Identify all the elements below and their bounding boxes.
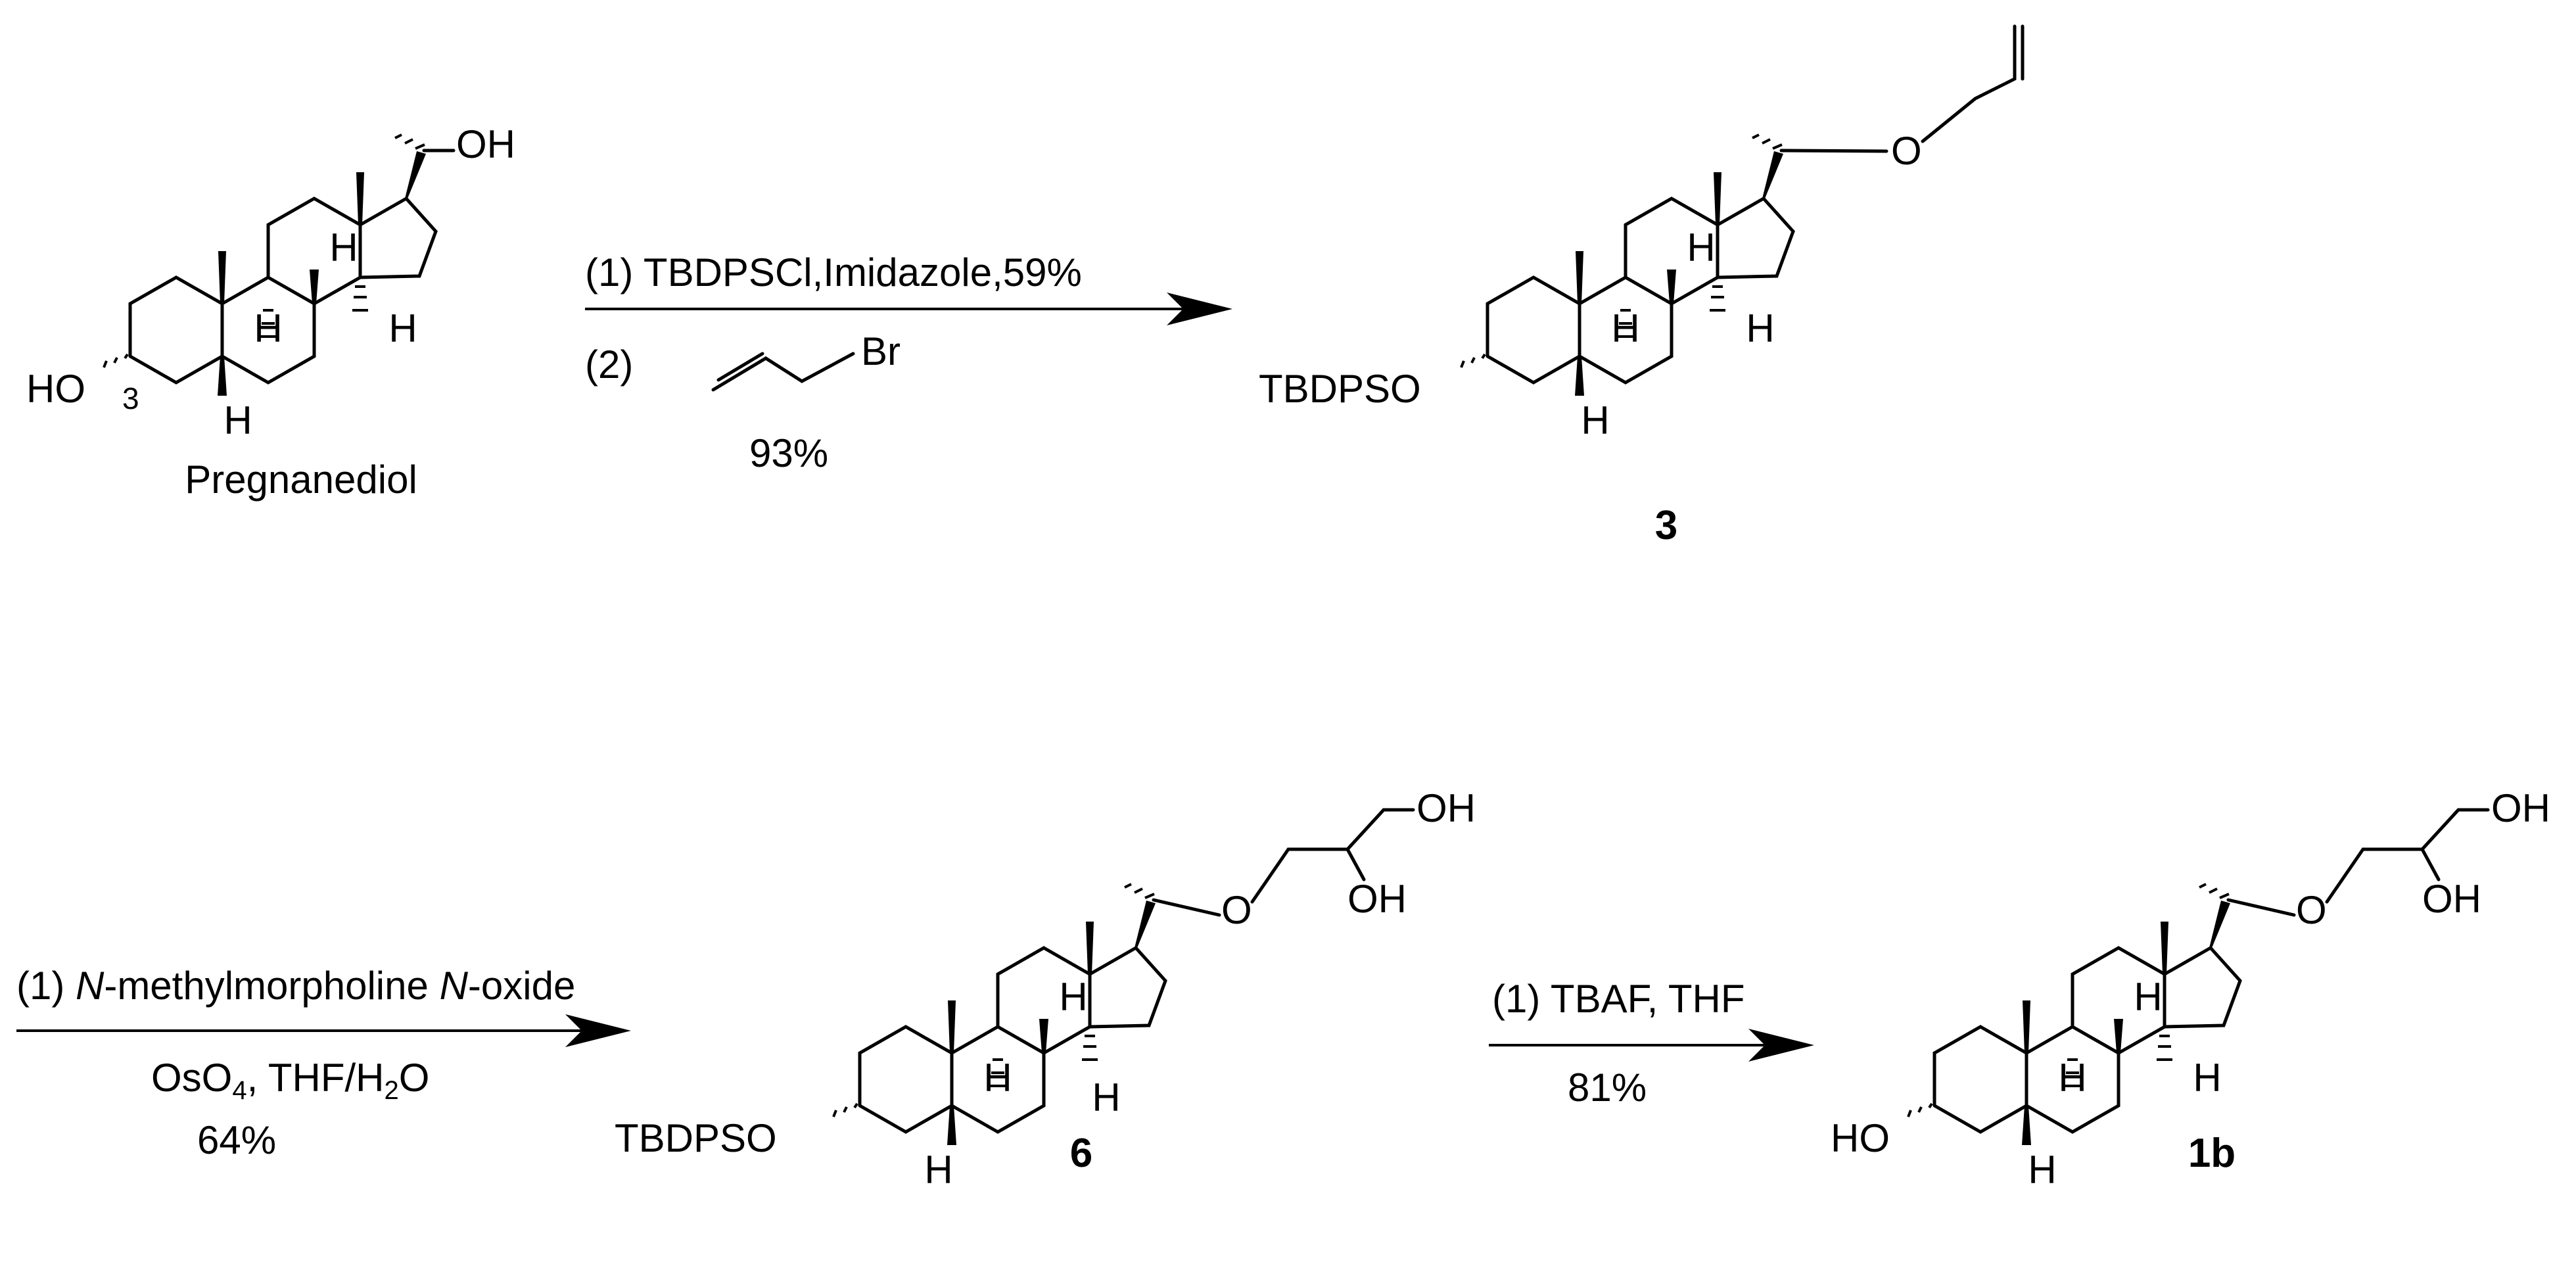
- compound1b-oh-top: OH: [2491, 786, 2550, 830]
- reaction3-yield: 81%: [1568, 1066, 1647, 1110]
- h-label: H: [1746, 306, 1774, 350]
- reaction1-step1: (1) TBDPSCl,Imidazole,59%: [585, 250, 1082, 294]
- h-label: H: [1611, 306, 1639, 350]
- h-label: H: [254, 306, 282, 350]
- h-label: H: [2058, 1056, 2086, 1100]
- compound6-oh-mid: OH: [1347, 877, 1407, 921]
- pregnanediol-name: Pregnanediol: [185, 458, 417, 502]
- compound-number: 1b: [2188, 1131, 2236, 1176]
- reaction-arrow-2: (1) N-methylmorpholine N-oxide OsO4, THF…: [16, 964, 631, 1162]
- compound6-ether-o: O: [1221, 888, 1252, 932]
- compound1b-ether-o: O: [2296, 888, 2327, 932]
- h-label: H: [2134, 975, 2162, 1019]
- compound1b-ho: HO: [1831, 1116, 1890, 1160]
- h-label: H: [2193, 1056, 2221, 1100]
- reaction1-step2-label: (2): [585, 342, 633, 387]
- allyl-bromide-icon: [711, 352, 855, 392]
- pregnanediol-structure: OH HO 3 H H H H Pregnanediol: [26, 122, 515, 502]
- reaction2-reagent: (1) N-methylmorpholine N-oxide: [16, 964, 575, 1008]
- compound-number: 6: [1070, 1131, 1092, 1176]
- h-label: H: [2028, 1148, 2056, 1192]
- compound3-ether-o: O: [1891, 129, 1922, 173]
- h-label: H: [983, 1056, 1012, 1100]
- compound-1b-structure: O OH OH HO H H H H 1b: [1831, 786, 2550, 1192]
- h-label: H: [1581, 398, 1609, 442]
- compound6-oh-top: OH: [1417, 786, 1476, 830]
- h-label: H: [388, 306, 417, 350]
- compound3-tbdpso: TBDPSO: [1259, 367, 1421, 411]
- h-label: H: [1687, 225, 1715, 270]
- reaction3-step1: (1) TBAF, THF: [1492, 977, 1745, 1021]
- compound-3-structure: O TBDPSO H H H H 3: [1259, 24, 2025, 548]
- h-label: H: [329, 225, 358, 270]
- pregnanediol-oh: OH: [456, 122, 515, 166]
- reaction-arrow-3: (1) TBAF, THF 81%: [1489, 977, 1814, 1110]
- compound1b-oh-mid: OH: [2422, 877, 2481, 921]
- reaction2-conditions: OsO4, THF/H2O: [151, 1056, 429, 1105]
- reaction-arrow-1: (1) TBDPSCl,Imidazole,59% (2) Br 93%: [585, 250, 1232, 475]
- h-label: H: [1092, 1075, 1120, 1119]
- h-label: H: [1059, 975, 1087, 1019]
- h-label: H: [223, 398, 252, 442]
- reaction1-yield: 93%: [749, 431, 828, 475]
- allyl-bromide-br: Br: [861, 329, 901, 373]
- compound-6-structure: O OH OH TBDPSO H H H H 6: [615, 786, 1476, 1192]
- reaction2-yield: 64%: [197, 1118, 276, 1162]
- pregnanediol-locant: 3: [122, 381, 139, 415]
- compound6-tbdpso: TBDPSO: [615, 1116, 777, 1160]
- h-label: H: [924, 1148, 952, 1192]
- compound-number: 3: [1655, 503, 1677, 548]
- pregnanediol-ho: HO: [26, 367, 85, 411]
